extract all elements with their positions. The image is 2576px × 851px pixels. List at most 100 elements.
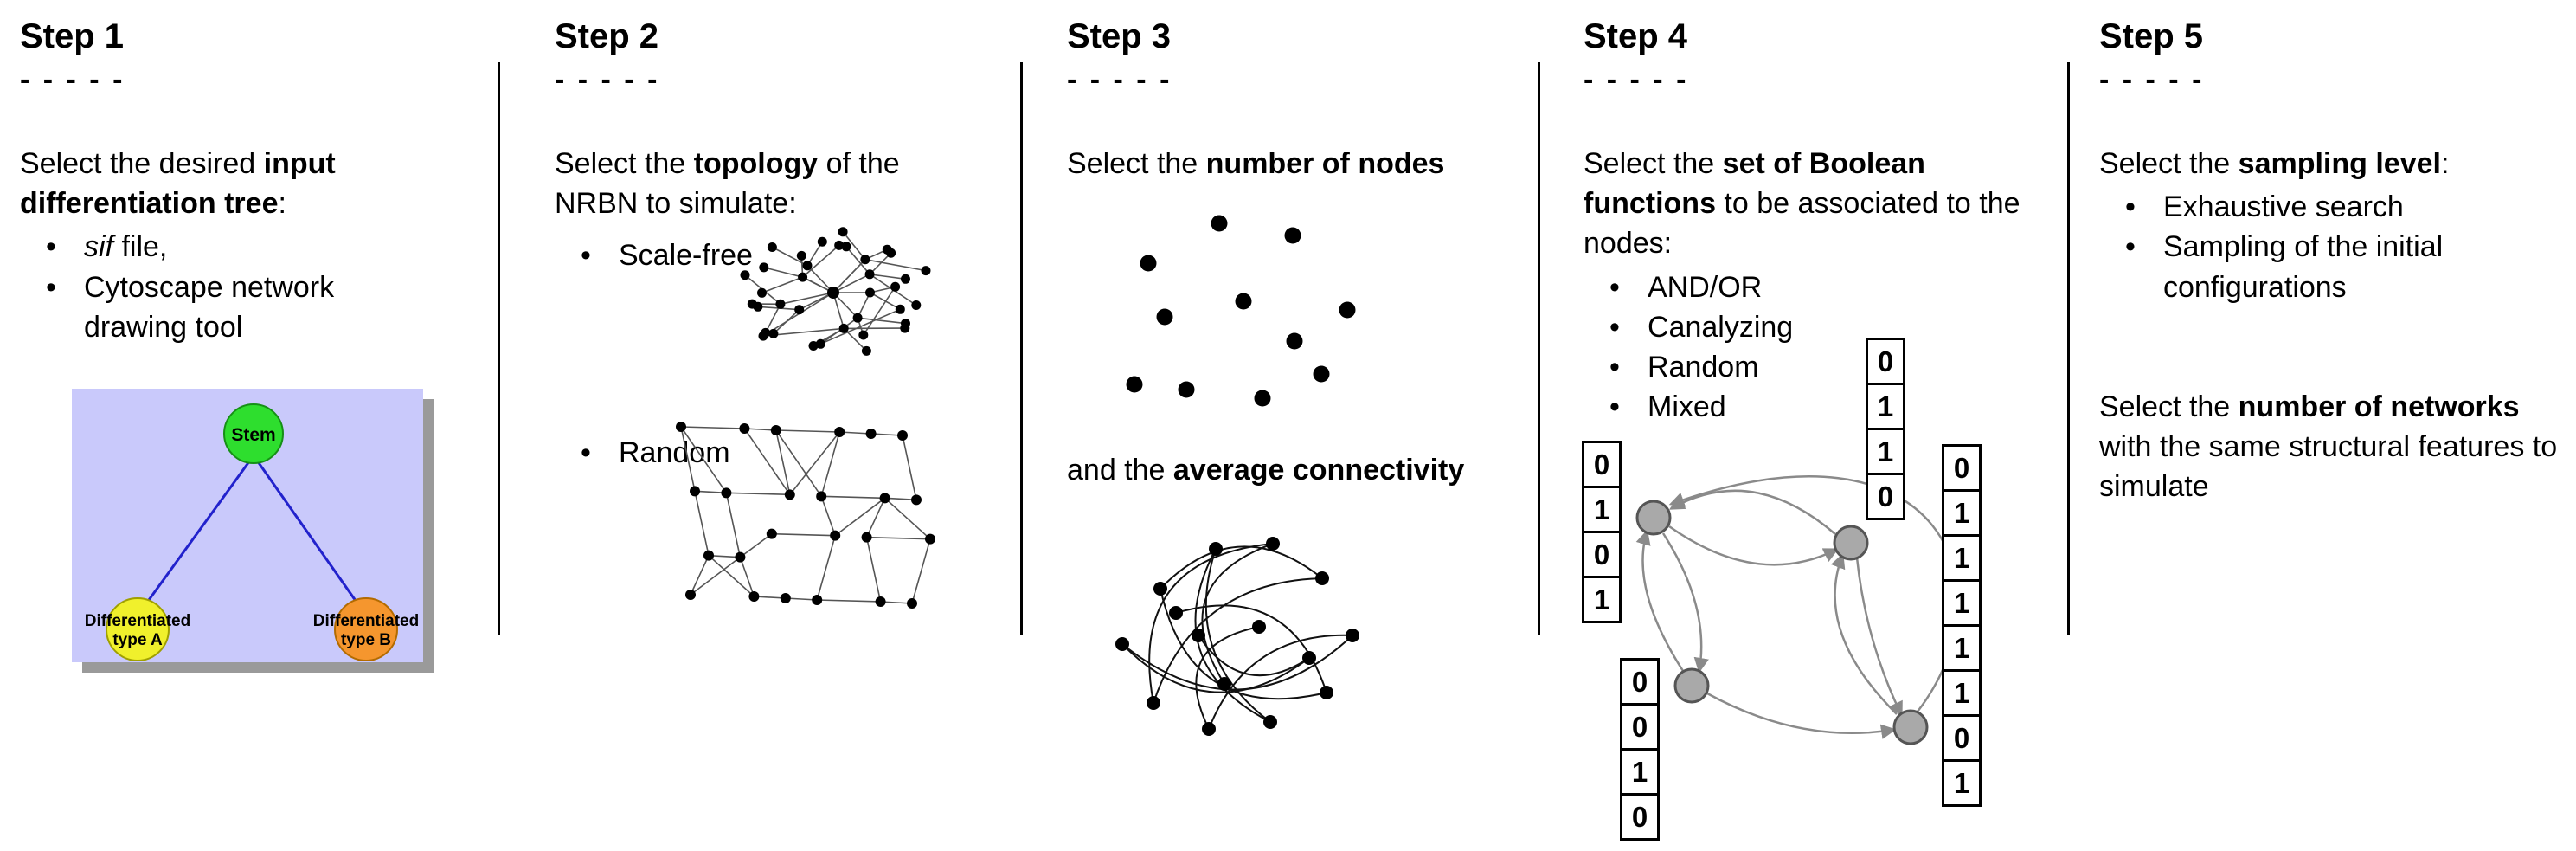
column-divider [2067,62,2070,635]
tree-edge-left [136,457,254,617]
random-network-graphic [676,422,935,609]
list-item: •Canalyzing [1584,307,2060,347]
boolean-table-cell: 1 [1620,748,1660,796]
option-label: Random [619,436,730,470]
step-3-dashes: - - - - - [1067,63,1172,96]
network-node-b [1833,525,1869,561]
option-label: Scale-free [619,239,753,273]
bullet-icon: • [46,230,56,264]
list-item: • Mixed [1584,387,2060,427]
option-label: Sampling of the initial configurations [2163,230,2444,304]
step-5-dashes: - - - - - [2099,63,2205,96]
list-item: •Scale-free [555,227,1013,433]
step-1-column: Step 1 - - - - - Select the desired inpu… [0,0,498,851]
differentiated-type-b-node [334,597,398,662]
step-4-options: • AND/OR •Canalyzing • Random • Mixed [1584,268,2060,428]
edge-d-to-a [1668,475,1959,712]
boolean-table-right: 0 1 1 1 1 1 0 1 [1942,444,1982,807]
boolean-network-arrows [1635,475,1959,745]
connectivity-network-graphic [1115,537,1359,737]
list-item: • sif file, [20,227,435,267]
edge-c-to-d [1706,692,1897,739]
instruction-bold: average connectivity [1172,454,1465,487]
step-3-instruction: Select the number of nodes [1067,144,1531,184]
step-2-column: Step 2 - - - - - Select the topology of … [500,0,1020,851]
list-item: •Cytoscape network drawing tool [20,268,435,347]
boolean-table-cell: 1 [1866,428,1905,475]
type-b-label-line1: Differentiated [313,612,419,630]
boolean-table-cell: 1 [1582,486,1622,533]
step-5-title: Step 5 [2099,17,2204,55]
step-4-column: Step 4 - - - - - Select the set of Boole… [1540,0,2067,851]
option-italic: sif [84,230,113,264]
boolean-table-bottom-left: 0 0 1 0 [1620,658,1660,841]
list-item: • Random [1584,347,2060,387]
column-divider [498,62,500,635]
nodes-dots-graphic [1126,215,1356,407]
type-a-label-line1: Differentiated [85,612,190,630]
instruction-bold: input differentiation tree [20,147,336,221]
bullet-icon: • [1609,270,1620,304]
step-3-title: Step 3 [1067,17,1172,55]
edge-a-to-b [1668,525,1840,566]
boolean-table-cell: 1 [1942,534,1982,582]
step-1-instruction: Select the desired input differentiation… [20,144,489,223]
option-label: Random [1648,351,1759,384]
boolean-table-cell: 1 [1942,759,1982,807]
instruction-text: and the [1067,454,1173,487]
edge-b-to-d [1855,557,1903,718]
step-5-instruction-2: Select the number of networks with the s… [2099,387,2571,507]
option-label: AND/OR [1648,270,1763,304]
step-1-title: Step 1 [20,17,125,55]
bullet-icon: • [1609,390,1620,424]
instruction-text: : [278,187,286,221]
boolean-table-cell: 1 [1942,669,1982,717]
boolean-table-left: 0 1 0 1 [1582,441,1622,623]
boolean-network-graphic: 0 1 0 1 0 1 1 0 0 0 1 0 0 1 1 1 [1580,329,2066,848]
network-node-c [1673,667,1710,704]
stem-node [223,403,284,465]
boolean-table-cell: 0 [1866,473,1905,520]
tree-edge-right [254,457,368,617]
instruction-text: of the NRBN to simulate: [555,147,900,221]
column-divider [1538,62,1540,635]
instruction-text: Select the [2099,147,2239,180]
option-label: file, [113,230,168,264]
option-label: Mixed [1648,390,1726,424]
list-item: •Random [555,422,1013,609]
boolean-table-top: 0 1 1 0 [1866,338,1905,520]
step-4-title: Step 4 [1584,17,1688,55]
differentiated-type-a-node [106,597,170,662]
boolean-table-cell: 0 [1620,658,1660,706]
step-5-instruction: Select the sampling level: [2099,144,2572,184]
bullet-icon: • [46,270,56,304]
instruction-text: Select the desired [20,147,264,180]
edge-b-to-a [1668,489,1836,535]
step-5-column: Step 5 - - - - - Select the sampling lev… [2070,0,2576,851]
boolean-table-cell: 0 [1866,338,1905,385]
bullet-icon: • [1609,351,1620,384]
instruction-text: Select the [555,147,694,180]
boolean-table-cell: 0 [1582,531,1622,578]
list-item: • AND/OR [1584,268,2060,307]
bullet-icon: • [2125,190,2136,224]
boolean-table-cell: 1 [1942,624,1982,672]
instruction-text: Select the [1584,147,1723,180]
edge-d-to-b [1830,552,1898,715]
boolean-table-cell: 0 [1620,703,1660,751]
type-a-label-line2: type A [112,631,163,649]
step-1-dashes: - - - - - [20,63,125,96]
column-divider [1020,62,1023,635]
instruction-text: to be associated to the nodes: [1584,187,2020,261]
instruction-bold: topology [693,147,819,180]
instruction-bold: number of networks [2238,390,2520,423]
type-b-label-line2: type B [341,631,391,649]
step-2-instruction: Select the topology of the NRBN to simul… [555,144,970,223]
instruction-bold: set of Boolean functions [1584,147,1925,221]
option-label: Exhaustive search [2163,190,2404,224]
step-3-instruction-2: and the average connectivity [1067,450,1531,490]
list-item: • Sampling of the initial configurations [2099,227,2572,306]
bullet-icon: • [2125,230,2136,264]
edge-a-to-c [1661,532,1709,674]
list-item: • Exhaustive search [2099,187,2572,227]
